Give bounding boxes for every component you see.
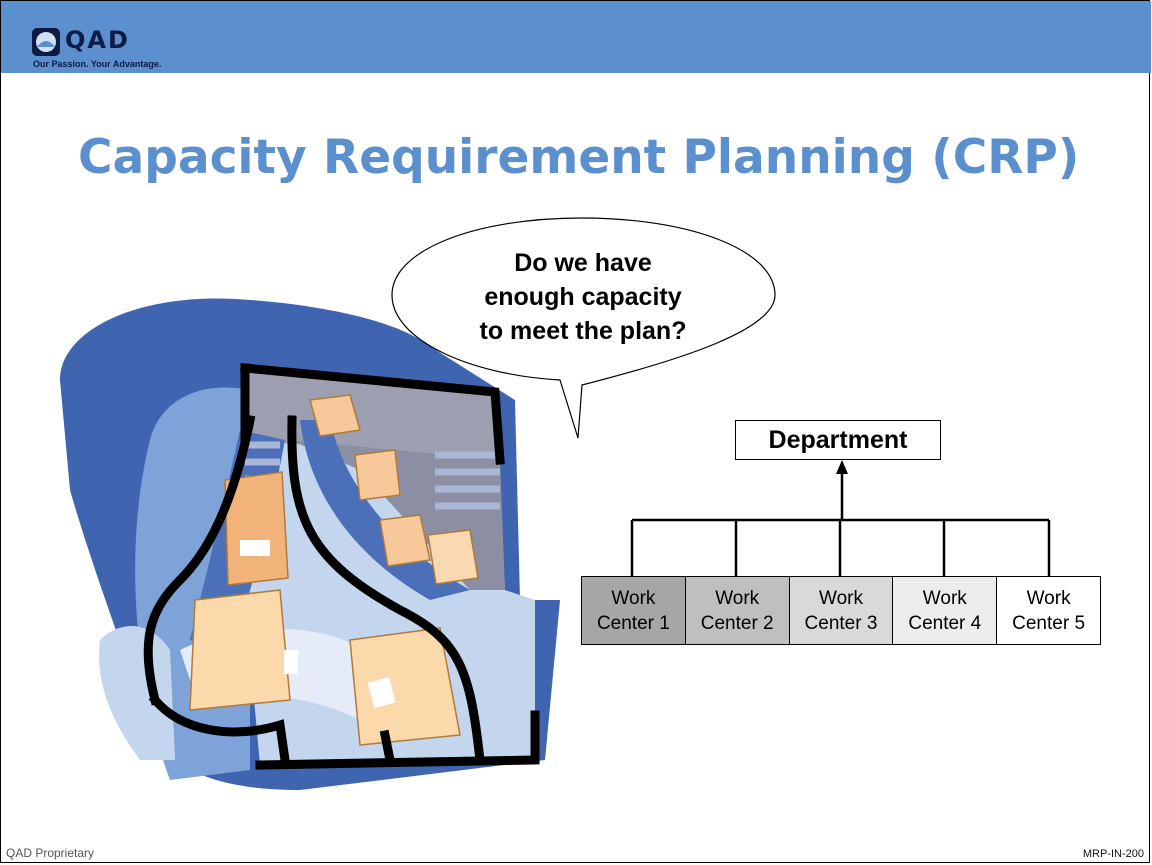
org-chart-connectors [630,472,1051,576]
warehouse-conveyor-illustration [60,298,560,790]
bubble-line-2: enough capacity [484,283,682,311]
work-center-label-line1: Work [1026,587,1071,609]
arrow-up-icon [836,460,848,474]
footer-proprietary: QAD Proprietary [6,846,95,860]
work-center-label-line2: Center 1 [596,612,670,634]
slide-title: Capacity Requirement Planning (CRP) [78,130,1080,185]
qad-logo: QAD Our Passion. Your Advantage. [31,26,201,69]
header-bar: QAD Our Passion. Your Advantage. [1,1,1151,73]
work-center-label-line2: Center 5 [1012,612,1086,634]
qad-globe-icon [32,28,60,56]
logo-tagline: Our Passion. Your Advantage. [33,59,162,69]
work-center-label-line1: Work [922,587,967,609]
footer-doc-code: MRP-IN-200 [1082,848,1144,860]
speech-bubble [391,217,776,439]
bubble-line-1: Do we have [514,249,652,277]
department-node: Department [735,420,941,460]
work-center-label-line2: Center 2 [700,612,774,634]
work-center-label-line2: Center 3 [804,612,878,634]
work-center-label-line2: Center 4 [908,612,982,634]
bubble-line-3: to meet the plan? [479,317,687,345]
work-center-label-line1: Work [715,587,760,609]
work-center-label-line1: Work [611,587,656,609]
work-center-label-line1: Work [819,587,863,609]
speech-bubble-text: Do we have enough capacity to meet the p… [393,246,773,348]
logo-text: QAD [65,26,130,54]
